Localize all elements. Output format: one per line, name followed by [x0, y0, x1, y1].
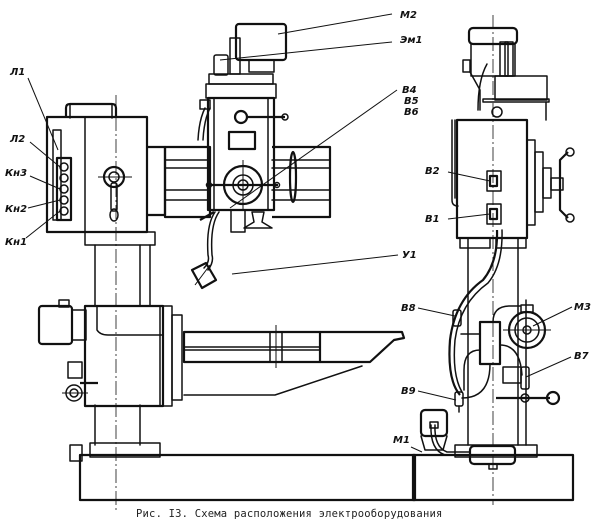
label-b7: В7 [574, 351, 589, 362]
hydraulic-block [478, 320, 502, 366]
spindle-head [206, 96, 276, 212]
labels-left: Л1 Л2 Кн3 Кн2 Кн1 М2 Эм1 В4 В5 В6 У1 [5, 10, 422, 261]
table-bracket [83, 304, 165, 408]
side-head-box [455, 118, 529, 240]
side-base-plate [411, 453, 575, 502]
label-b4: В4 [402, 85, 417, 96]
label-b8: В8 [401, 303, 416, 314]
electromagnet-em1 [213, 54, 229, 76]
label-b2: В2 [425, 166, 440, 177]
pendant-u1 [190, 261, 218, 290]
label-b5: В5 [404, 96, 419, 107]
base-step [89, 442, 161, 458]
label-em1: Эм1 [400, 35, 422, 46]
motor-m2 [234, 22, 288, 62]
figure-caption: Рис. I3. Схема расположения электрообору… [136, 508, 443, 520]
label-kn3: Кн3 [5, 168, 27, 179]
label-m1: М1 [393, 435, 410, 446]
base-plate [78, 453, 417, 502]
label-kn1: Кн1 [5, 237, 27, 248]
switch-b2 [486, 170, 502, 192]
switch-b8 [452, 309, 462, 327]
label-m2: М2 [400, 10, 417, 21]
button-strip [55, 156, 73, 222]
labels-right: В2 В1 В8 М3 В7 В9 М1 [393, 166, 591, 446]
machine-side-view [411, 15, 575, 505]
machine-front-view [37, 22, 417, 510]
leader-lines-right [410, 171, 573, 453]
base-bolt [69, 444, 83, 462]
leader-lines-left [25, 13, 399, 275]
label-l1: Л1 [9, 67, 25, 78]
label-l2: Л2 [9, 134, 25, 145]
motor-m1 [419, 408, 449, 438]
radial-arm [163, 145, 212, 219]
label-b9: В9 [401, 386, 416, 397]
label-u1: У1 [402, 250, 417, 261]
label-kn2: Кн2 [5, 204, 27, 215]
label-m3: М3 [574, 302, 591, 313]
control-box [45, 115, 149, 234]
label-b1: В1 [425, 214, 440, 225]
label-b6: В6 [404, 107, 419, 118]
